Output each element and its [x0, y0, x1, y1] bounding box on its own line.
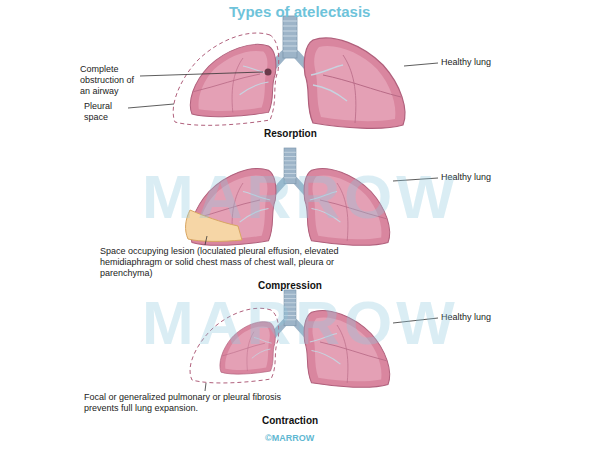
callout-label: Space occupying lesion (loculated pleura…: [100, 246, 350, 278]
watermark: MARROW: [142, 160, 459, 234]
panel-caption: Contraction: [262, 415, 318, 427]
watermark: MARROW: [142, 286, 459, 360]
callout-label: Pleural space: [84, 101, 128, 123]
callout-label: Focal or generalized pulmonary or pleura…: [84, 392, 316, 414]
copyright-mark: ©MARROW: [265, 433, 314, 444]
diagram-title: Types of atelectasis: [229, 3, 370, 21]
panel-caption: Resorption: [264, 128, 317, 140]
callout-label: Healthy lung: [441, 57, 491, 68]
callout-label: Complete obstruction of an airway: [80, 64, 140, 96]
